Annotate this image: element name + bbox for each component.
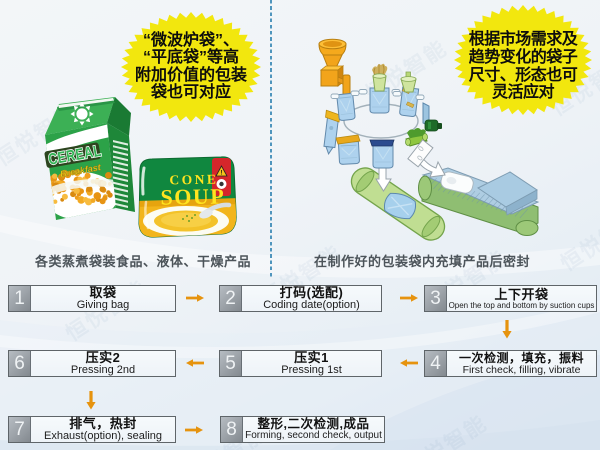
svg-text:CONE: CONE xyxy=(169,172,218,188)
svg-text:Breakfast: Breakfast xyxy=(59,162,102,179)
svg-text:CEREAL: CEREAL xyxy=(47,142,103,169)
svg-text:SOUP: SOUP xyxy=(160,183,225,209)
svg-text:!: ! xyxy=(221,170,223,176)
